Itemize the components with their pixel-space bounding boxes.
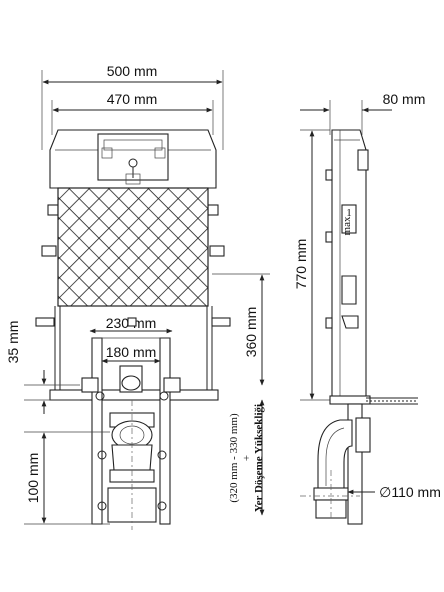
pipe-offset-label: 35 mm — [5, 321, 21, 364]
drain-height-label: 360 mm — [243, 307, 259, 358]
dimension-overall-width: 500 mm — [41, 63, 224, 150]
side-label-lever: 1 — [346, 207, 352, 219]
cistern-housing — [49, 129, 217, 189]
frame-width-label: 470 mm — [107, 91, 158, 107]
overall-height-label: 770 mm — [293, 239, 309, 290]
depth-label: 80 mm — [383, 91, 426, 107]
dimension-pipe-diameter: ∅110 mm — [347, 484, 441, 500]
floor-range-text: (320 mm - 330 mm) — [228, 413, 240, 503]
dimension-depth: 80 mm — [300, 91, 425, 135]
side-body: 1 max — [325, 129, 371, 405]
overall-width-label: 500 mm — [107, 63, 158, 79]
side-view: 80 mm 770 mm 1 max — [293, 91, 441, 525]
dimension-water-spacing: 180 mm — [101, 344, 161, 364]
side-label-max: max — [341, 216, 353, 235]
floor-height-note: (320 mm - 330 mm) + Yer Döşeme Yüksekliğ… — [228, 399, 265, 516]
dimension-pipe-offset: 35 mm — [5, 321, 80, 414]
front-view: 500 mm 470 mm — [5, 63, 270, 530]
water-spacing-label: 180 mm — [106, 344, 157, 360]
side-bend — [300, 403, 371, 525]
drain-bend — [107, 400, 157, 530]
flush-pipe — [366, 397, 418, 405]
dimension-pipe-height: 100 mm — [24, 431, 110, 525]
pipe-diameter-label: ∅110 mm — [379, 484, 441, 500]
floor-plus-text: + — [241, 455, 253, 461]
dimension-frame-width: 470 mm — [51, 91, 214, 135]
cistern-body — [57, 187, 209, 307]
pipe-height-label: 100 mm — [25, 453, 41, 504]
floor-label-text: Yer Döşeme Yüksekliği — [253, 404, 265, 512]
dimension-overall-height: 770 mm — [293, 129, 330, 401]
dimension-bolt-spacing: 230 mm — [89, 315, 173, 334]
dimension-drain-height: 360 mm — [212, 273, 270, 386]
pipe-connectors — [81, 365, 181, 511]
